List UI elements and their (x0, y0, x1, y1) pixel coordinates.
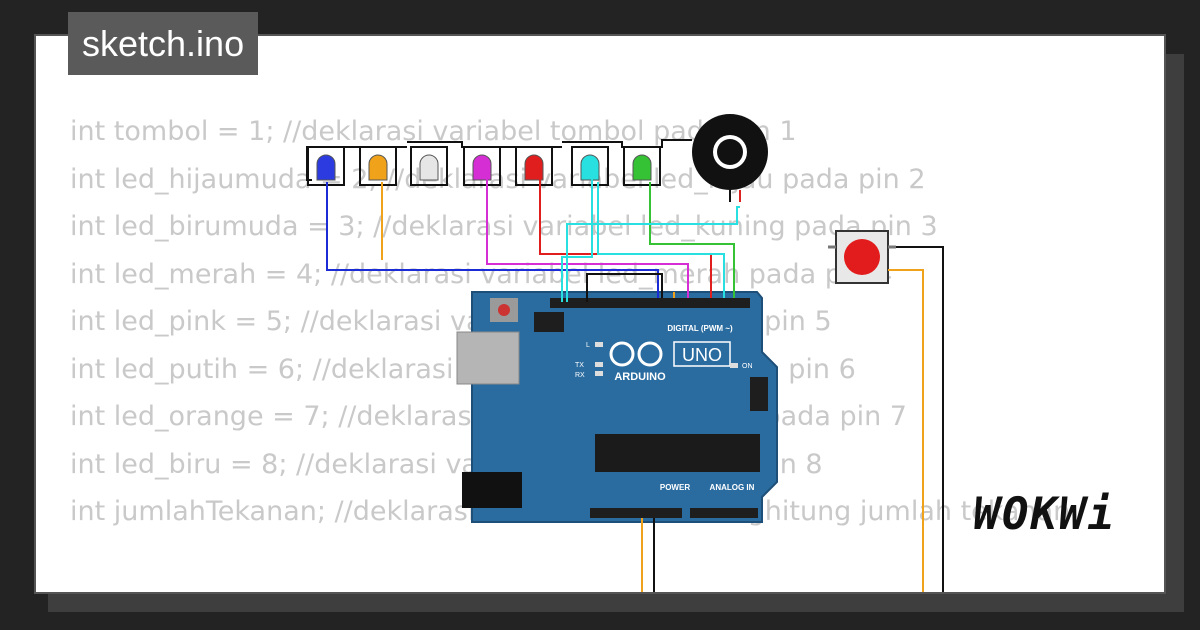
preview-card[interactable]: int tombol = 1; //deklarasi variabel tom… (34, 34, 1166, 594)
led-frame (410, 146, 448, 186)
led-green[interactable] (623, 146, 661, 186)
arduino-uno-board[interactable]: UNO ARDUINO DIGITAL (PWM ~) POWER ANALOG… (456, 291, 778, 523)
led-body (524, 154, 544, 181)
icsp-header-2 (750, 377, 768, 411)
led-body (316, 154, 336, 181)
led-orange[interactable] (359, 146, 397, 186)
led-white[interactable] (410, 146, 448, 186)
uno-label: UNO (682, 345, 722, 365)
led-l-indicator (595, 342, 603, 347)
wokwi-logo: WOKWi (973, 489, 1116, 540)
buzzer[interactable] (692, 114, 768, 202)
led-red[interactable] (515, 146, 553, 186)
code-line: int led_merah = 4; //deklarasi variabel … (70, 258, 893, 290)
reset-button-cap[interactable] (498, 304, 510, 316)
push-button[interactable] (828, 230, 896, 284)
analog-label: ANALOG IN (710, 483, 755, 492)
arduino-label: ARDUINO (614, 371, 666, 383)
led-body (419, 154, 439, 181)
code-line: int led_birumuda = 3; //deklarasi variab… (70, 211, 938, 242)
arduino-logo-icon-2 (637, 341, 663, 367)
led-body (580, 154, 600, 181)
wires (306, 139, 944, 592)
file-title: sketch.ino (68, 12, 259, 75)
led-on-label: ON (742, 363, 753, 370)
analog-header (690, 508, 758, 518)
led-rx-label: RX (575, 372, 585, 379)
code-line: void setup() { (70, 583, 1164, 592)
code-line: int led_hijaumuda = 2; //deklarasi varia… (70, 163, 926, 195)
led-body (368, 154, 388, 181)
digital-header (550, 298, 750, 308)
arduino-logo-icon (609, 341, 635, 367)
led-tx-label: TX (575, 362, 584, 369)
led-cyan[interactable] (571, 146, 609, 186)
led-body (632, 154, 652, 181)
led-tx-indicator (595, 362, 603, 367)
atmega-chip (595, 434, 760, 472)
led-row (307, 146, 661, 186)
led-frame (571, 146, 609, 186)
led-blue[interactable] (307, 146, 345, 186)
led-rx-indicator (595, 371, 603, 376)
power-label: POWER (660, 483, 690, 492)
uno-badge (673, 341, 731, 367)
led-on-indicator (730, 363, 738, 368)
led-l-label: L (586, 342, 590, 349)
circuit-diagram: UNO ARDUINO DIGITAL (PWM ~) POWER ANALOG… (306, 114, 944, 592)
usb-port (456, 331, 520, 385)
power-header (590, 508, 682, 518)
digital-label: DIGITAL (PWM ~) (667, 324, 733, 333)
led-pink[interactable] (463, 146, 501, 186)
power-jack (462, 472, 522, 508)
icsp-header (534, 312, 564, 332)
led-body (472, 154, 492, 181)
